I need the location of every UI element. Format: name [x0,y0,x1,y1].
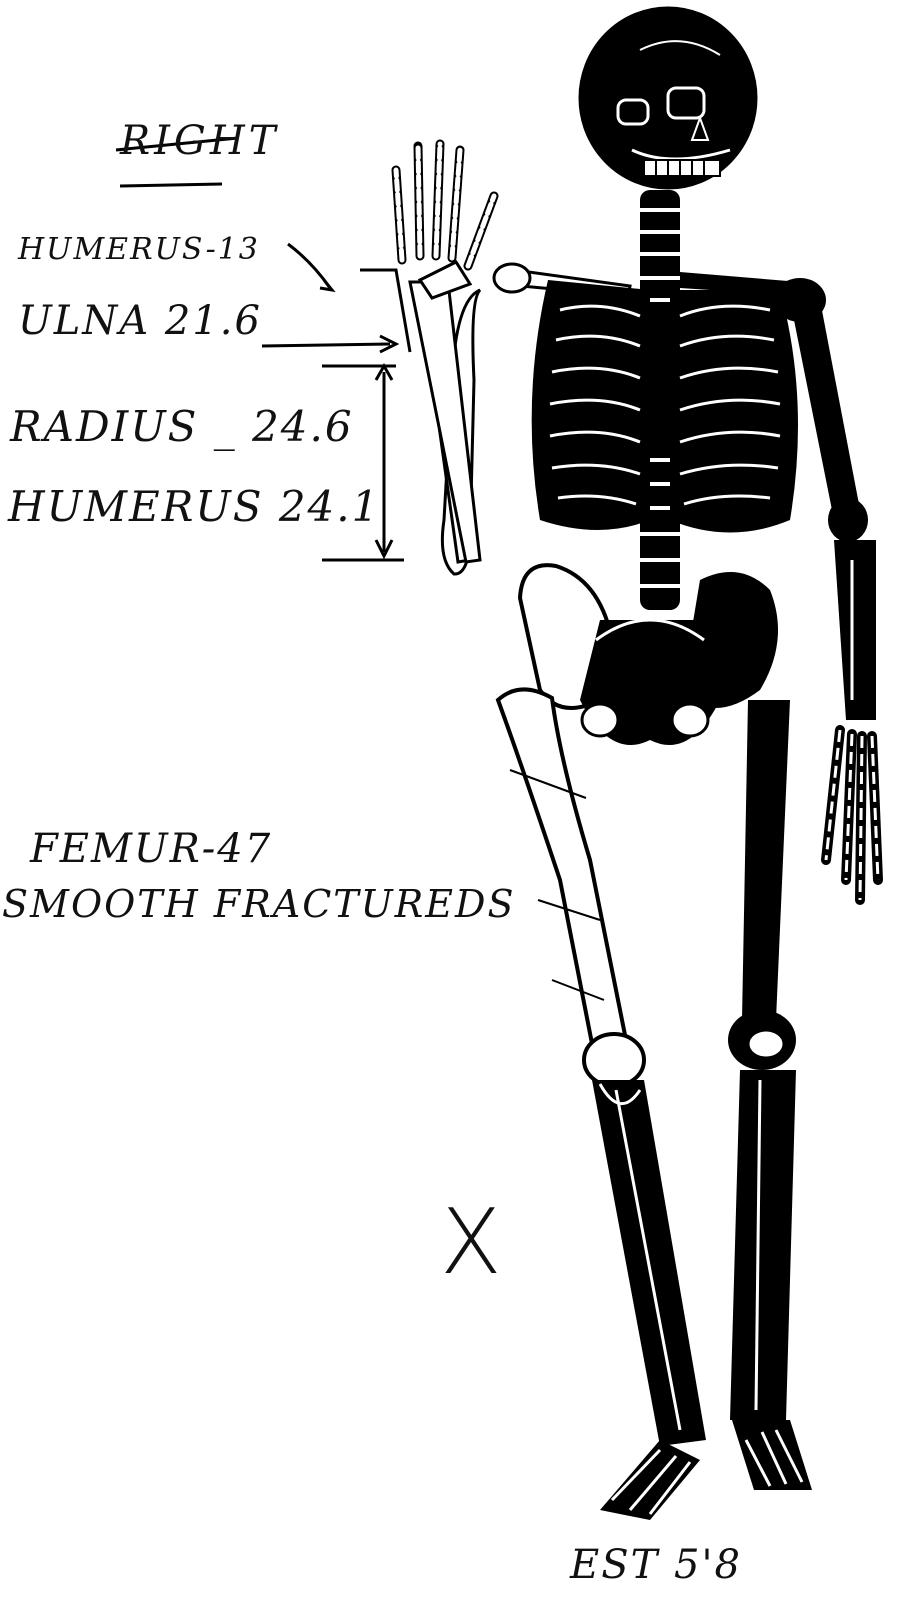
skull [580,8,756,188]
x-mark: X [440,1190,504,1295]
left-leg [728,700,812,1490]
radius-note: RADIUS _ 24.6 [10,402,354,451]
left-arm [790,300,878,900]
height-estimate-note: EST 5'8 [570,1542,742,1588]
right-leg [498,689,706,1520]
right-side-label: RIGHT [120,118,279,164]
smooth-fractured-note: SMOOTH FRACTUREDS [2,882,516,926]
femur-note: FEMUR-47 [30,826,272,872]
humerus-13-note: HUMERUS-13 [18,232,260,267]
humerus-24-1-note: HUMERUS 24.1 [8,482,380,531]
right-arm-raised [396,144,494,574]
ulna-note: ULNA 21.6 [18,298,262,344]
